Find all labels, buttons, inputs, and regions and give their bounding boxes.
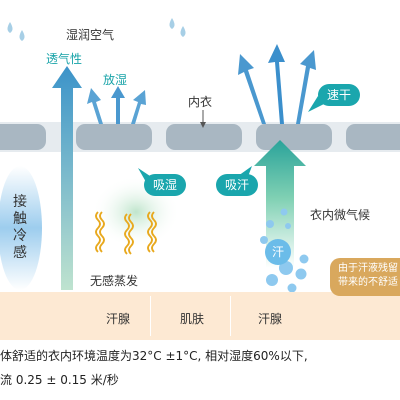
raindrop-icon <box>7 22 13 33</box>
evaporation-wave-icons <box>95 211 157 255</box>
wave-icon <box>99 211 105 253</box>
sweat-droplet <box>260 236 268 244</box>
fabric-segment <box>0 124 46 150</box>
raindrop-icon <box>180 26 186 37</box>
sweat-droplets <box>260 208 309 293</box>
wave-icon <box>151 211 157 253</box>
skin-divider <box>150 296 151 336</box>
skin-label: 肌肤 <box>180 312 205 326</box>
sweat-droplet <box>285 223 291 229</box>
sweat-absorb-bubble: 吸汗 <box>216 174 258 196</box>
release-arrow-icon <box>87 88 103 124</box>
caption-line1: 体舒适的衣内环境温度为32°C ±1°C, 相对湿度60%以下, <box>0 349 308 363</box>
skin-divider <box>230 296 231 336</box>
sweat-droplet <box>279 261 293 275</box>
wave-icon <box>147 211 153 253</box>
raindrop-icon <box>169 18 175 29</box>
raindrop-icons <box>7 18 186 41</box>
sweat-label: 汗 <box>272 245 285 259</box>
microclimate-label: 衣内微气候 <box>310 208 371 222</box>
sweat-droplet <box>280 208 288 216</box>
insensible-evaporation-label: 无感蒸发 <box>90 274 139 288</box>
fabric-segments <box>0 124 400 150</box>
quick-dry-bubble: 速干 <box>318 84 360 106</box>
breathability-label: 透气性 <box>46 52 83 66</box>
sweat-droplet <box>299 254 309 264</box>
contact-cool-ellipse <box>0 166 42 290</box>
breathability-arrow-icon <box>52 66 82 290</box>
sweat-droplet <box>295 268 307 280</box>
moisture-release-label: 放湿 <box>103 73 128 87</box>
discomfort-note-line2: 带来的不舒适 <box>338 277 398 288</box>
raindrop-icon <box>19 30 25 41</box>
fabric-segment <box>346 124 400 150</box>
sweat-droplet <box>266 220 274 228</box>
quickdry-arrow-icon <box>238 54 266 124</box>
contact-cool-label: 接触冷感 <box>13 194 27 261</box>
humid-air-label: 湿润空气 <box>66 28 115 42</box>
sweat-gland-right-label: 汗腺 <box>258 312 283 326</box>
sweat-transport-arrow-icon <box>254 140 306 268</box>
release-arrow-icon <box>111 86 125 124</box>
sweat-gland-left-label: 汗腺 <box>106 312 131 326</box>
quickdry-arrow-icon <box>268 44 285 124</box>
discomfort-note-line1: 由于汗液残留 <box>338 263 398 274</box>
moisture-absorb-bubble: 吸湿 <box>144 174 186 196</box>
fabric-segment <box>166 124 242 150</box>
wave-icon <box>95 211 101 253</box>
skin-band <box>0 292 400 340</box>
sweat-bubble <box>265 239 291 265</box>
sweat-droplet <box>287 283 297 293</box>
caption-line2: 流 0.25 ± 0.15 米/秒 <box>0 373 119 387</box>
innerwear-label: 内衣 <box>188 95 213 109</box>
wave-icon <box>124 213 130 255</box>
quickdry-arrow-icon <box>296 50 316 124</box>
fabric-segment <box>256 124 332 150</box>
fabric-segment <box>76 124 152 150</box>
discomfort-note: 由于汗液残留 带来的不舒适 <box>330 258 400 296</box>
innerwear-pointer-head <box>200 122 206 128</box>
wave-icon <box>128 213 134 255</box>
sweat-droplet <box>266 274 278 286</box>
release-arrow-icon <box>131 90 146 124</box>
